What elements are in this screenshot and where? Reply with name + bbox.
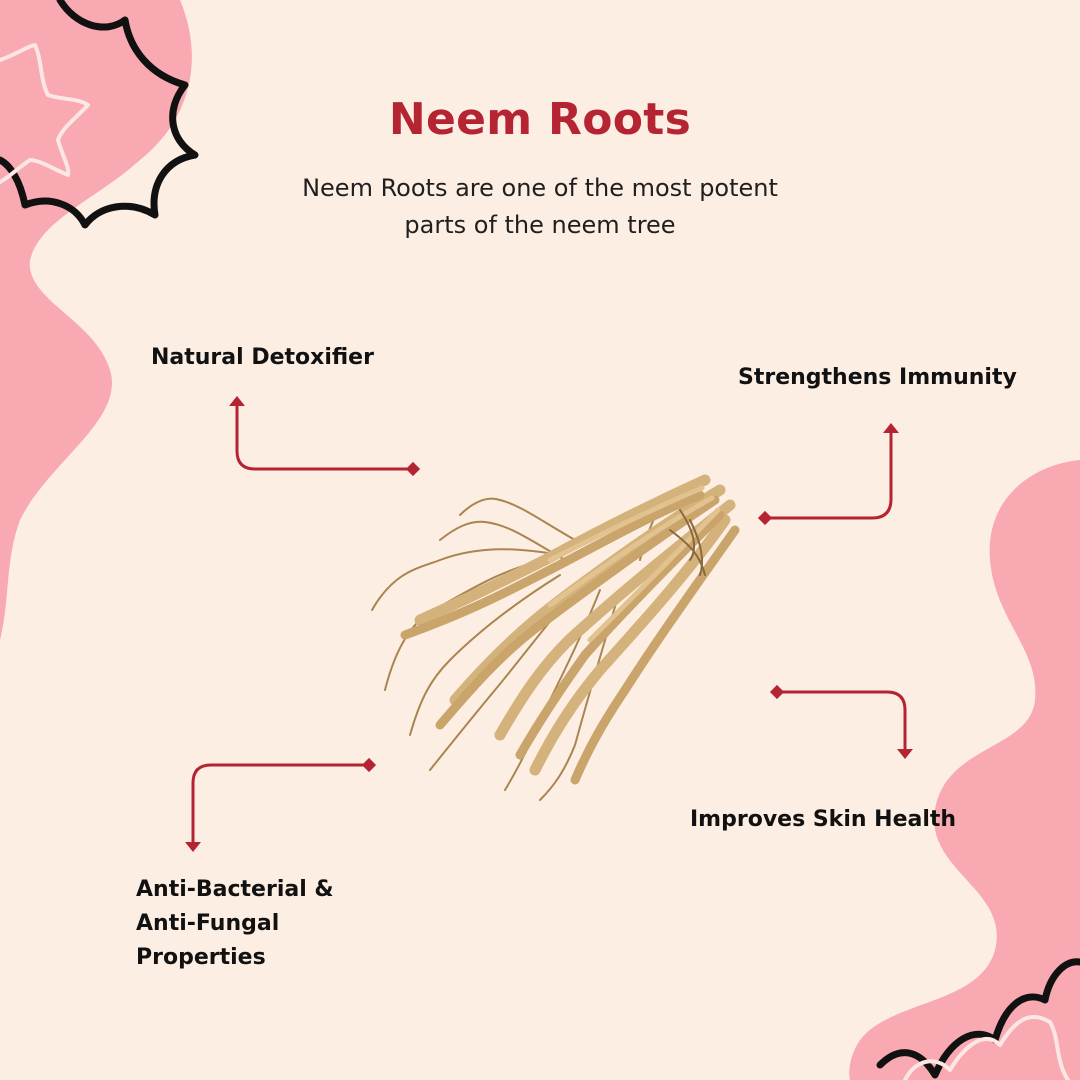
page-subtitle: Neem Roots are one of the most potent pa… [302,174,778,239]
diamond-marker-icon [405,461,421,477]
connector-immunity [763,428,893,520]
connector-detox [235,401,415,471]
diamond-marker-icon [769,684,785,700]
top-left-outline-star [0,43,90,184]
top-left-squiggle [0,0,199,229]
benefit-anti-bacterial-anti-fungal: Anti-Bacterial & Anti-Fungal Properties [136,877,334,970]
diamond-marker-icon [361,757,377,773]
arrowhead-up-icon [229,396,245,406]
connector-skin [775,690,907,754]
diamond-marker-icon [757,510,773,526]
right-pink-blob [849,460,1080,1080]
benefit-strengthens-immunity: Strengthens Immunity [738,365,1017,390]
benefit-improves-skin-health: Improves Skin Health [690,807,957,832]
left-pink-blob [0,0,192,640]
bottom-right-outline-star [903,1015,1070,1080]
page-title: Neem Roots [388,94,692,145]
benefit-natural-detoxifier: Natural Detoxifier [151,345,374,370]
connector-anti [191,763,371,847]
arrowhead-up-icon [883,423,899,433]
arrowhead-down-icon [897,749,913,759]
arrowhead-down-icon [185,842,201,852]
